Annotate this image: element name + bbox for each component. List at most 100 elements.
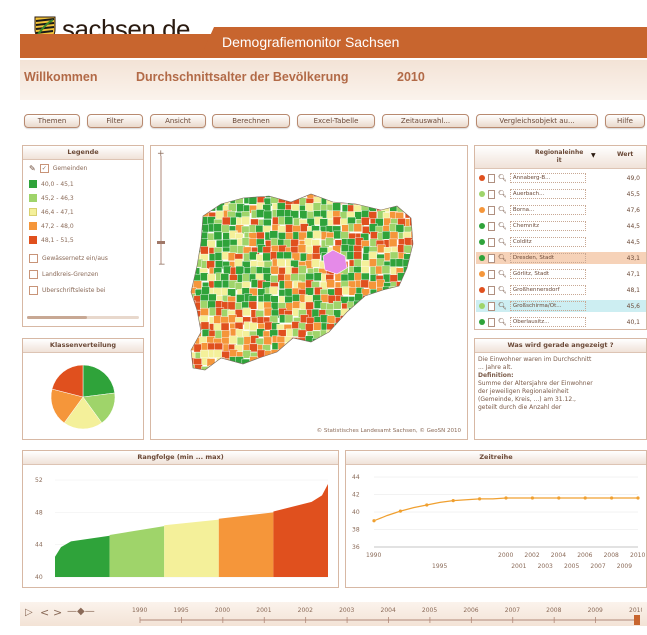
- municipality-cells[interactable]: [186, 189, 428, 382]
- slider-year-label[interactable]: 2000: [215, 607, 230, 614]
- play-icon[interactable]: ▷: [25, 607, 33, 618]
- vergleichsobjekt-button[interactable]: Vergleichsobjekt au...: [476, 114, 598, 128]
- pie-slice[interactable]: [51, 364, 84, 398]
- slider-year-label[interactable]: 2002: [298, 607, 313, 614]
- legend-scrollbar-thumb[interactable]: [27, 316, 87, 319]
- series-point[interactable]: [425, 503, 429, 507]
- region-name[interactable]: Colditz: [509, 237, 586, 247]
- zoom-to-icon[interactable]: 🔍︎: [498, 254, 507, 262]
- region-name[interactable]: Oberlausitz...: [509, 317, 586, 327]
- document-icon[interactable]: [488, 301, 495, 311]
- zoom-to-icon[interactable]: 🔍︎: [498, 318, 507, 326]
- slider-year-label[interactable]: 1990: [132, 607, 147, 614]
- region-row[interactable]: 🔍︎Annaberg-B...49,0: [476, 172, 646, 184]
- themen-button[interactable]: Themen: [24, 114, 80, 128]
- document-icon[interactable]: [488, 285, 495, 295]
- slider-year-label[interactable]: 2009: [588, 607, 603, 614]
- series-point[interactable]: [530, 496, 534, 500]
- pie-slice[interactable]: [50, 388, 84, 424]
- series-point[interactable]: [583, 496, 587, 500]
- region-name[interactable]: Chemnitz: [509, 221, 586, 231]
- region-name[interactable]: Annaberg-B...: [509, 173, 586, 183]
- region-row[interactable]: 🔍︎Auerbach...45,5: [476, 188, 646, 200]
- series-point[interactable]: [557, 496, 561, 500]
- document-icon[interactable]: [488, 173, 495, 183]
- zoom-handle[interactable]: [157, 241, 165, 244]
- step-forward-icon[interactable]: >: [53, 606, 63, 619]
- saxony-choropleth-map[interactable]: [186, 189, 428, 382]
- document-icon[interactable]: [488, 317, 495, 327]
- map-panel[interactable]: + − © Statistisches Landesamt Sachsen, ©…: [150, 145, 468, 440]
- col-header-region[interactable]: Regionaleinhe it: [535, 149, 584, 164]
- slider-year-label[interactable]: 2008: [546, 607, 561, 614]
- series-point[interactable]: [636, 496, 640, 500]
- breadcrumb-welcome[interactable]: Willkommen: [24, 70, 98, 84]
- document-icon[interactable]: [488, 189, 495, 199]
- document-icon[interactable]: [488, 269, 495, 279]
- series-point[interactable]: [398, 509, 402, 513]
- ranking-segment[interactable]: [55, 535, 110, 577]
- zoom-to-icon[interactable]: 🔍︎: [498, 222, 507, 230]
- slider-year-label[interactable]: 2005: [422, 607, 437, 614]
- series-point[interactable]: [504, 496, 508, 500]
- region-name[interactable]: Großschirma/Ot...: [509, 301, 586, 311]
- pie-slice[interactable]: [63, 396, 103, 430]
- ranking-segment[interactable]: [109, 526, 165, 577]
- slider-handle[interactable]: [634, 615, 640, 625]
- zoom-to-icon[interactable]: 🔍︎: [498, 270, 507, 278]
- layer-toggle[interactable]: Landkreis-Grenzen: [29, 270, 127, 279]
- map-canvas[interactable]: + −: [151, 146, 469, 441]
- region-name[interactable]: Borna...: [509, 205, 586, 215]
- ranking-segment[interactable]: [218, 512, 274, 577]
- zoom-to-icon[interactable]: 🔍︎: [498, 238, 507, 246]
- region-name[interactable]: Dresden, Stadt: [509, 253, 586, 263]
- hilfe-button[interactable]: Hilfe: [605, 114, 645, 128]
- series-point[interactable]: [372, 519, 376, 523]
- slider-year-label[interactable]: 2007: [505, 607, 520, 614]
- layer-toggle[interactable]: Gewässernetz ein/aus: [29, 254, 127, 263]
- region-row[interactable]: 🔍︎Großschirma/Ot...45,6: [476, 300, 646, 312]
- ranking-segment[interactable]: [164, 519, 219, 577]
- series-point[interactable]: [478, 497, 482, 501]
- legend-layer-gemeinden[interactable]: ✎ ✓ Gemeinden: [29, 164, 87, 173]
- region-name[interactable]: Auerbach...: [509, 189, 586, 199]
- zoom-to-icon[interactable]: 🔍︎: [498, 190, 507, 198]
- zoom-in-icon[interactable]: +: [157, 149, 165, 159]
- gemeinden-checkbox[interactable]: ✓: [39, 164, 49, 173]
- ansicht-button[interactable]: Ansicht: [150, 114, 206, 128]
- slider-year-label[interactable]: 2010: [629, 607, 642, 614]
- step-back-icon[interactable]: <: [40, 606, 50, 619]
- slider-year-label[interactable]: 1995: [173, 607, 188, 614]
- selected-region-dresden[interactable]: [322, 249, 348, 275]
- region-row[interactable]: 🔍︎Borna...47,6: [476, 204, 646, 216]
- layer-checkbox[interactable]: [29, 270, 38, 279]
- sort-arrow-icon[interactable]: ▼: [591, 152, 596, 159]
- layer-checkbox[interactable]: [29, 286, 38, 295]
- series-line[interactable]: [373, 497, 638, 522]
- document-icon[interactable]: [488, 237, 495, 247]
- berechnen-button[interactable]: Berechnen: [212, 114, 290, 128]
- ranking-segment[interactable]: [273, 484, 328, 577]
- document-icon[interactable]: [488, 253, 495, 263]
- layer-checkbox[interactable]: [29, 254, 38, 263]
- zoom-out-icon[interactable]: −: [158, 260, 166, 270]
- document-icon[interactable]: [488, 205, 495, 215]
- zoom-to-icon[interactable]: 🔍︎: [498, 174, 507, 182]
- zeitauswahl-button[interactable]: Zeitauswahl...: [382, 114, 469, 128]
- region-name[interactable]: Großhennersdorf: [509, 285, 586, 295]
- excel-table-button[interactable]: Excel-Tabelle: [297, 114, 375, 128]
- zoom-to-icon[interactable]: 🔍︎: [498, 286, 507, 294]
- layer-toggle[interactable]: Überschriftsleiste bei: [29, 286, 127, 295]
- document-icon[interactable]: [488, 221, 495, 231]
- zoom-to-icon[interactable]: 🔍︎: [498, 302, 507, 310]
- slider-year-label[interactable]: 2004: [381, 607, 396, 614]
- zoom-slider[interactable]: + −: [157, 149, 166, 270]
- region-name[interactable]: Görlitz, Stadt: [509, 269, 586, 279]
